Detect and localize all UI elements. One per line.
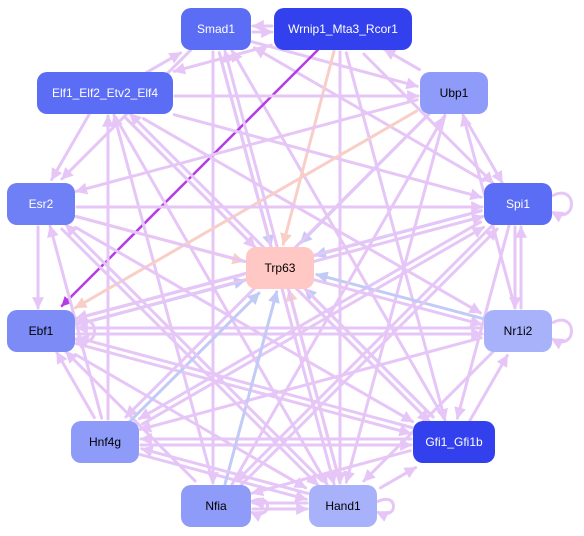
- edge-trp63-to-gfi1: [299, 291, 431, 423]
- edge-hnf4g-to-ebf1: [55, 351, 96, 419]
- edge-smad1-to-esr2: [60, 48, 193, 181]
- node-label-esr2: Esr2: [29, 197, 54, 211]
- edge-trp63-to-ebf1: [74, 273, 245, 322]
- node-box-hnf4g: [71, 421, 139, 463]
- node-label-elf: Elf1_Elf2_Etv2_Elf4: [52, 86, 158, 100]
- node-nr1i2[interactable]: Nr1i2: [484, 310, 552, 352]
- node-elf[interactable]: Elf1_Elf2_Etv2_Elf4: [37, 72, 173, 114]
- node-box-nfia: [181, 485, 251, 527]
- self-loop-ebf1: [73, 318, 96, 350]
- edge-hand1-to-hnf4g: [140, 445, 310, 495]
- self-loop-spi1: [550, 191, 573, 223]
- node-label-nr1i2: Nr1i2: [504, 324, 533, 338]
- self-loop-hand1: [375, 497, 395, 522]
- node-ebf1[interactable]: Ebf1: [7, 310, 75, 352]
- node-box-spi1: [484, 183, 552, 225]
- edge-nr1i2-to-trp63: [315, 271, 485, 321]
- node-label-hand1: Hand1: [325, 499, 361, 513]
- edge-elf-to-nr1i2: [141, 117, 482, 315]
- node-label-trp63: Trp63: [265, 261, 296, 275]
- edge-elf-to-hand1: [114, 116, 329, 486]
- node-trp63[interactable]: Trp63: [246, 247, 314, 289]
- edge-hnf4g-to-trp63: [128, 291, 261, 423]
- node-nfia[interactable]: Nfia: [181, 485, 251, 527]
- node-wrnip1[interactable]: Wrnip1_Mta3_Rcor1: [274, 8, 412, 50]
- node-hnf4g[interactable]: Hnf4g: [71, 421, 139, 463]
- edge-elf-to-spi1: [172, 113, 483, 201]
- node-ubp1[interactable]: Ubp1: [420, 72, 488, 114]
- node-label-ebf1: Ebf1: [29, 324, 54, 338]
- self-loop-nr1i2: [550, 318, 573, 350]
- node-label-hnf4g: Hnf4g: [89, 435, 121, 449]
- edge-ubp1-to-spi1: [463, 116, 504, 184]
- edge-hnf4g-to-hand1: [138, 453, 308, 503]
- node-label-gfi1: Gfi1_Gfi1b: [425, 435, 483, 449]
- nodes-layer: Smad1 Wrnip1_Mta3_Rcor1Elf1_Elf2_Etv2_Elf…: [7, 8, 552, 527]
- edge-ubp1-to-wrnip1: [382, 47, 421, 72]
- node-gfi1[interactable]: Gfi1_Gfi1b: [413, 421, 495, 463]
- edge-ebf1-to-hand1: [74, 353, 307, 490]
- edge-esr2-to-gfi1: [74, 225, 415, 424]
- node-spi1[interactable]: Spi1: [484, 183, 552, 225]
- edge-wrnip1-to-spi1: [362, 52, 495, 185]
- node-box-ebf1: [7, 310, 75, 352]
- edge-nfia-to-ubp1: [230, 116, 445, 486]
- edge-ubp1-to-esr2: [74, 98, 419, 195]
- edge-elf-to-smad1: [144, 51, 182, 75]
- edge-ubp1-to-ebf1: [74, 109, 418, 310]
- edge-nfia-to-trp63: [223, 290, 280, 486]
- edge-gfi1-to-nr1i2: [468, 354, 509, 422]
- node-box-wrnip1: [274, 8, 412, 50]
- node-box-smad1: [181, 8, 251, 50]
- node-box-nr1i2: [484, 310, 552, 352]
- edge-hand1-to-gfi1: [379, 466, 418, 490]
- node-box-trp63: [246, 247, 314, 289]
- node-esr2[interactable]: Esr2: [7, 183, 75, 225]
- node-box-elf: [37, 72, 173, 114]
- edge-ebf1-to-gfi1: [74, 342, 412, 437]
- edge-nr1i2-to-hnf4g: [138, 336, 483, 433]
- node-label-smad1: Smad1: [197, 22, 235, 36]
- node-box-hand1: [309, 485, 377, 527]
- node-smad1[interactable]: Smad1: [181, 8, 251, 50]
- node-hand1[interactable]: Hand1: [309, 485, 377, 527]
- node-label-spi1: Spi1: [506, 197, 530, 211]
- node-label-wrnip1: Wrnip1_Mta3_Rcor1: [288, 22, 398, 36]
- node-box-ubp1: [420, 72, 488, 114]
- edge-hand1-to-esr2: [64, 223, 324, 483]
- edge-gfi1-to-ebf1: [76, 334, 414, 429]
- edge-elf-to-esr2: [50, 113, 91, 181]
- self-loops-layer: [73, 191, 573, 522]
- edges-layer: [32, 20, 527, 515]
- edge-wrnip1-to-trp63: [280, 49, 336, 246]
- node-label-ubp1: Ubp1: [440, 86, 469, 100]
- self-loop-nfia: [249, 497, 269, 522]
- edge-nfia-to-ebf1: [64, 350, 197, 483]
- node-box-esr2: [7, 183, 75, 225]
- edge-spi1-to-gfi1: [454, 224, 511, 420]
- edge-spi1-to-hnf4g: [138, 220, 482, 421]
- node-box-gfi1: [413, 421, 495, 463]
- edge-hnf4g-to-spi1: [141, 225, 485, 426]
- node-label-nfia: Nfia: [205, 499, 227, 513]
